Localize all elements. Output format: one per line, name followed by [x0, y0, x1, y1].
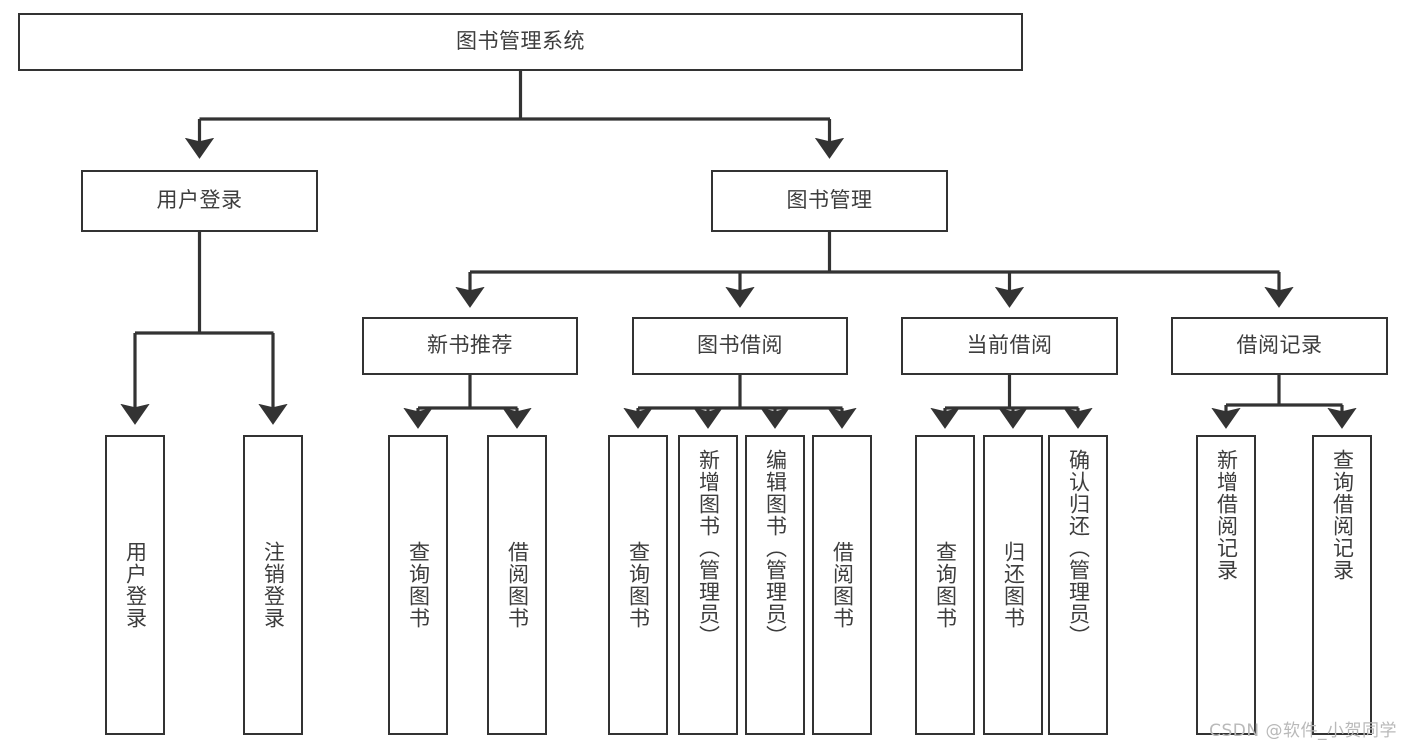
node-leaf-add-record[interactable]: 新增借阅记录	[1196, 435, 1256, 735]
node-leaf-borrow-book-rec-label: 借阅图书	[505, 541, 530, 629]
node-book-manage-label: 图书管理	[786, 188, 873, 213]
node-leaf-confirm-return-label: 确认归还（管理员）	[1066, 449, 1091, 647]
node-root[interactable]: 图书管理系统	[18, 13, 1023, 71]
node-leaf-user-login[interactable]: 用户登录	[105, 435, 165, 735]
node-leaf-logout-label: 注销登录	[261, 541, 286, 629]
node-current-borrow[interactable]: 当前借阅	[901, 317, 1118, 375]
node-leaf-edit-book-label: 编辑图书（管理员）	[763, 449, 788, 647]
node-book-borrow-label: 图书借阅	[697, 333, 783, 358]
node-leaf-query-book-borrow-label: 查询图书	[626, 541, 651, 629]
node-leaf-edit-book[interactable]: 编辑图书（管理员）	[745, 435, 805, 735]
node-leaf-query-book-cur-label: 查询图书	[933, 541, 958, 629]
node-new-book-rec[interactable]: 新书推荐	[362, 317, 578, 375]
node-leaf-borrow-book-label: 借阅图书	[830, 541, 855, 629]
node-leaf-add-book-label: 新增图书（管理员）	[696, 449, 721, 647]
node-leaf-confirm-return[interactable]: 确认归还（管理员）	[1048, 435, 1108, 735]
node-leaf-borrow-book[interactable]: 借阅图书	[812, 435, 872, 735]
node-root-label: 图书管理系统	[456, 29, 585, 54]
node-book-manage[interactable]: 图书管理	[711, 170, 948, 232]
node-leaf-return-book-label: 归还图书	[1001, 541, 1026, 629]
node-borrow-record[interactable]: 借阅记录	[1171, 317, 1388, 375]
node-leaf-query-record[interactable]: 查询借阅记录	[1312, 435, 1372, 735]
node-borrow-record-label: 借阅记录	[1236, 333, 1323, 358]
node-user-login-label: 用户登录	[156, 188, 243, 213]
node-new-book-rec-label: 新书推荐	[427, 333, 513, 358]
node-leaf-add-book[interactable]: 新增图书（管理员）	[678, 435, 738, 735]
node-leaf-query-book-rec-label: 查询图书	[406, 541, 431, 629]
node-leaf-query-book-rec[interactable]: 查询图书	[388, 435, 448, 735]
node-leaf-return-book[interactable]: 归还图书	[983, 435, 1043, 735]
node-user-login[interactable]: 用户登录	[81, 170, 318, 232]
node-current-borrow-label: 当前借阅	[966, 333, 1053, 358]
node-book-borrow[interactable]: 图书借阅	[632, 317, 848, 375]
node-leaf-query-book-borrow[interactable]: 查询图书	[608, 435, 668, 735]
node-leaf-query-book-cur[interactable]: 查询图书	[915, 435, 975, 735]
node-leaf-query-record-label: 查询借阅记录	[1330, 449, 1355, 581]
node-leaf-borrow-book-rec[interactable]: 借阅图书	[487, 435, 547, 735]
node-leaf-add-record-label: 新增借阅记录	[1214, 449, 1239, 581]
node-leaf-user-login-label: 用户登录	[123, 541, 148, 629]
node-leaf-logout[interactable]: 注销登录	[243, 435, 303, 735]
